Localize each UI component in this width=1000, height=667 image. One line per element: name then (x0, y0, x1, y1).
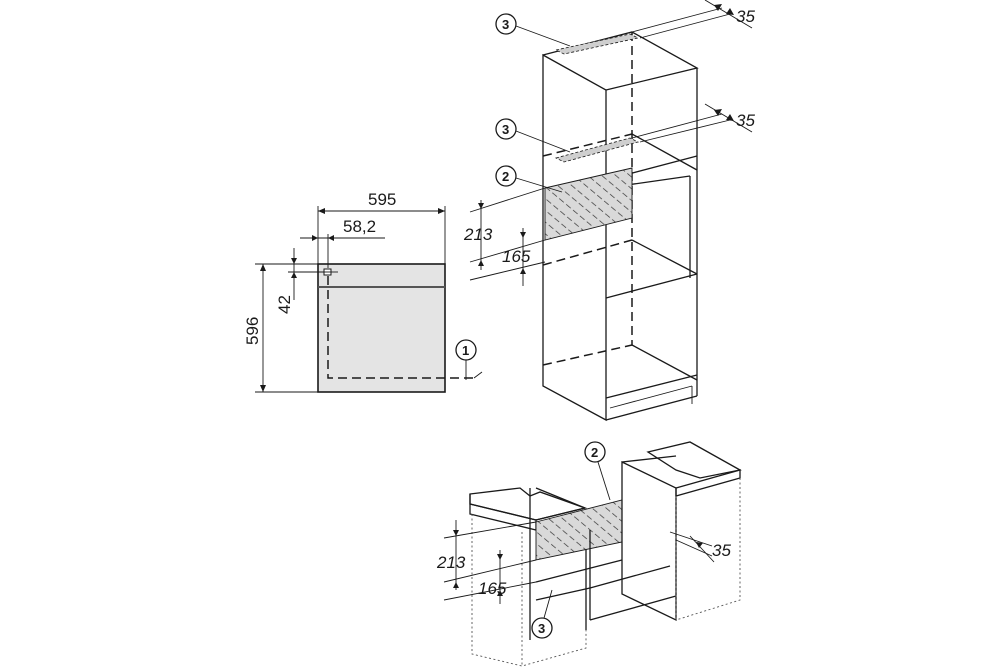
callout-3-mid-label: 3 (502, 122, 509, 137)
base-shelf-dimension: 165 (478, 579, 507, 598)
callout-2-circle (495, 165, 517, 187)
base-callout-3-label: 3 (538, 621, 545, 636)
base-callout-2-label: 2 (591, 445, 598, 460)
base-gap-dimension: 35 (712, 541, 731, 560)
base-ventilation-hatch (536, 500, 622, 560)
callout-3-mid-circle (495, 118, 517, 140)
ventilation-hatch (545, 168, 632, 240)
callout-3-top-circle (495, 13, 517, 35)
gap-top-dimension: 35 (736, 7, 755, 26)
niche-dimension: 213 (463, 225, 493, 244)
offset-dimension: 58,2 (343, 217, 376, 236)
height-dimension: 596 (243, 317, 262, 345)
front-view: 595 58,2 596 42 1 (243, 190, 483, 393)
shelf-dimension: 165 (502, 247, 531, 266)
cable-dashed-line (327, 276, 474, 379)
top-gap-dimension: 42 (275, 295, 294, 314)
base-unit-view: 35 2 3 213 165 (436, 441, 742, 667)
callout-2-label: 2 (502, 169, 509, 184)
callout-1-label: 1 (462, 343, 469, 358)
base-callout-3-circle (531, 617, 553, 639)
oven-front-panel (317, 263, 446, 393)
base-niche-dimension: 213 (436, 553, 466, 572)
gap-mid-dimension: 35 (736, 111, 755, 130)
tall-unit-view: 35 35 3 3 2 213 165 (463, 0, 755, 422)
base-callout-2-circle (584, 441, 606, 463)
width-dimension: 595 (368, 190, 396, 209)
callout-1-circle (455, 339, 477, 361)
callout-3-top-label: 3 (502, 17, 509, 32)
